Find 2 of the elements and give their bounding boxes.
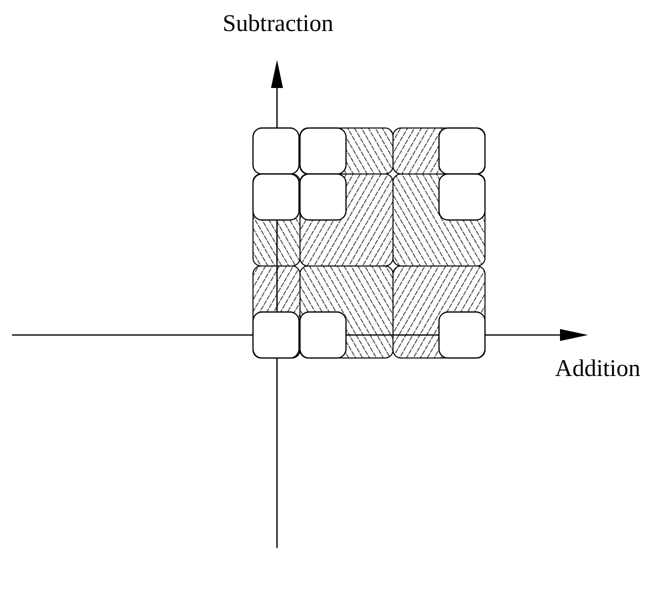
axis-label: Addition	[555, 357, 640, 381]
axis-label: Subtraction	[222, 12, 334, 36]
